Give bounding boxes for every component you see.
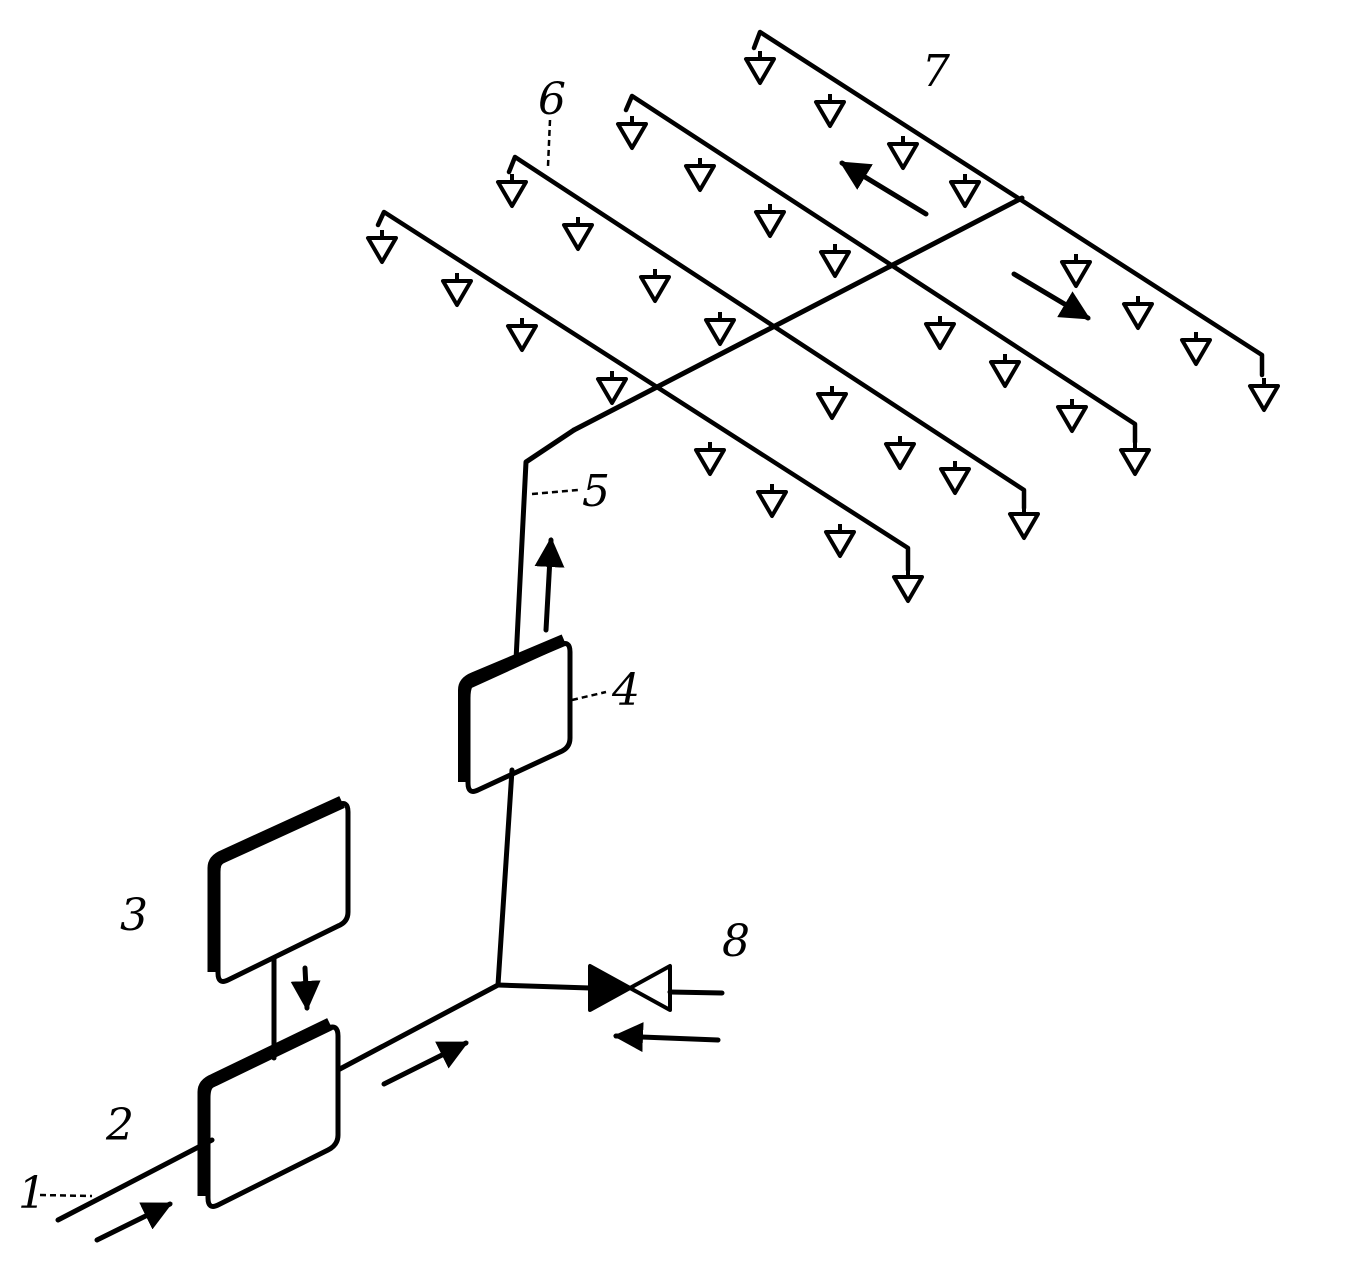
sprinkler-nozzle <box>1119 442 1151 476</box>
sprinkler-nozzle <box>506 318 538 352</box>
sprinkler-nozzle <box>819 244 851 278</box>
branch-line-3 <box>623 93 1138 445</box>
sprinkler-nozzle <box>744 51 776 85</box>
riser-pipe <box>495 767 515 988</box>
label-5: 5 <box>582 466 610 517</box>
label-7: 7 <box>922 46 950 97</box>
label-6: 6 <box>538 74 566 125</box>
unit-4 <box>458 634 573 794</box>
sprinkler-nozzle <box>824 524 856 558</box>
unit-3-to-2-arrow <box>290 965 321 1011</box>
sprinkler-nozzle <box>884 436 916 470</box>
sprinkler-nozzle <box>989 354 1021 388</box>
label-4: 4 <box>611 665 640 716</box>
sprinkler-nozzle <box>1248 378 1280 412</box>
sprinkler-nozzle <box>596 371 628 405</box>
label-3: 3 <box>120 890 148 941</box>
sprinkler-nozzle <box>616 116 648 150</box>
branch-line-1 <box>375 209 911 573</box>
sprinkler-nozzle <box>1060 254 1092 288</box>
valve-8-outlet <box>667 989 725 996</box>
sprinkler-nozzle <box>496 174 528 208</box>
branch-line-4 <box>751 29 1265 378</box>
label-2: 2 <box>105 1100 134 1151</box>
unit-2-flow-arrow <box>381 1040 469 1087</box>
inlet-flow-arrow <box>94 1201 173 1243</box>
sprinkler-nozzle <box>1180 332 1212 366</box>
sprinkler-nozzle <box>814 94 846 128</box>
sprinkler-nozzle <box>684 158 716 192</box>
sprinkler-nozzle <box>924 316 956 350</box>
branch-line-2 <box>506 154 1027 511</box>
sprinkler-nozzle <box>816 386 848 420</box>
sprinkler-nozzle <box>754 204 786 238</box>
riser-pipe-upper <box>513 427 577 663</box>
unit-3 <box>207 796 351 984</box>
branch-8-pipe <box>495 982 593 991</box>
valve-8-return-arrow <box>613 1022 721 1053</box>
sprinkler-nozzle <box>562 217 594 251</box>
sprinkler-nozzle <box>441 273 473 307</box>
sprinkler-nozzle <box>756 484 788 518</box>
unit-2 <box>197 1018 341 1209</box>
branch-flow-arrow-left <box>839 160 929 217</box>
label-1: 1 <box>18 1168 46 1219</box>
sprinkler-nozzle <box>949 174 981 208</box>
valve-8 <box>588 964 672 1012</box>
sprinkler-nozzle <box>1122 296 1154 330</box>
branch-flow-arrow-right <box>1011 271 1091 321</box>
sprinkler-nozzle <box>704 312 736 346</box>
unit-2-outlet-pipe <box>335 982 501 1073</box>
sprinkler-nozzle <box>366 230 398 264</box>
sprinkler-nozzle <box>639 269 671 303</box>
riser-flow-arrow <box>534 537 565 633</box>
sprinkler-nozzle <box>887 136 919 170</box>
sprinkler-nozzle <box>1056 399 1088 433</box>
sprinkler-nozzle <box>1008 506 1040 540</box>
sprinkler-nozzle <box>892 569 924 603</box>
sprinkler-nozzle <box>939 461 971 495</box>
main-feed-pipe <box>571 195 1025 433</box>
sprinkler-nozzles <box>366 51 1280 603</box>
inlet-pipe <box>55 1137 215 1223</box>
sprinkler-nozzle <box>694 442 726 476</box>
label-8: 8 <box>722 916 750 967</box>
